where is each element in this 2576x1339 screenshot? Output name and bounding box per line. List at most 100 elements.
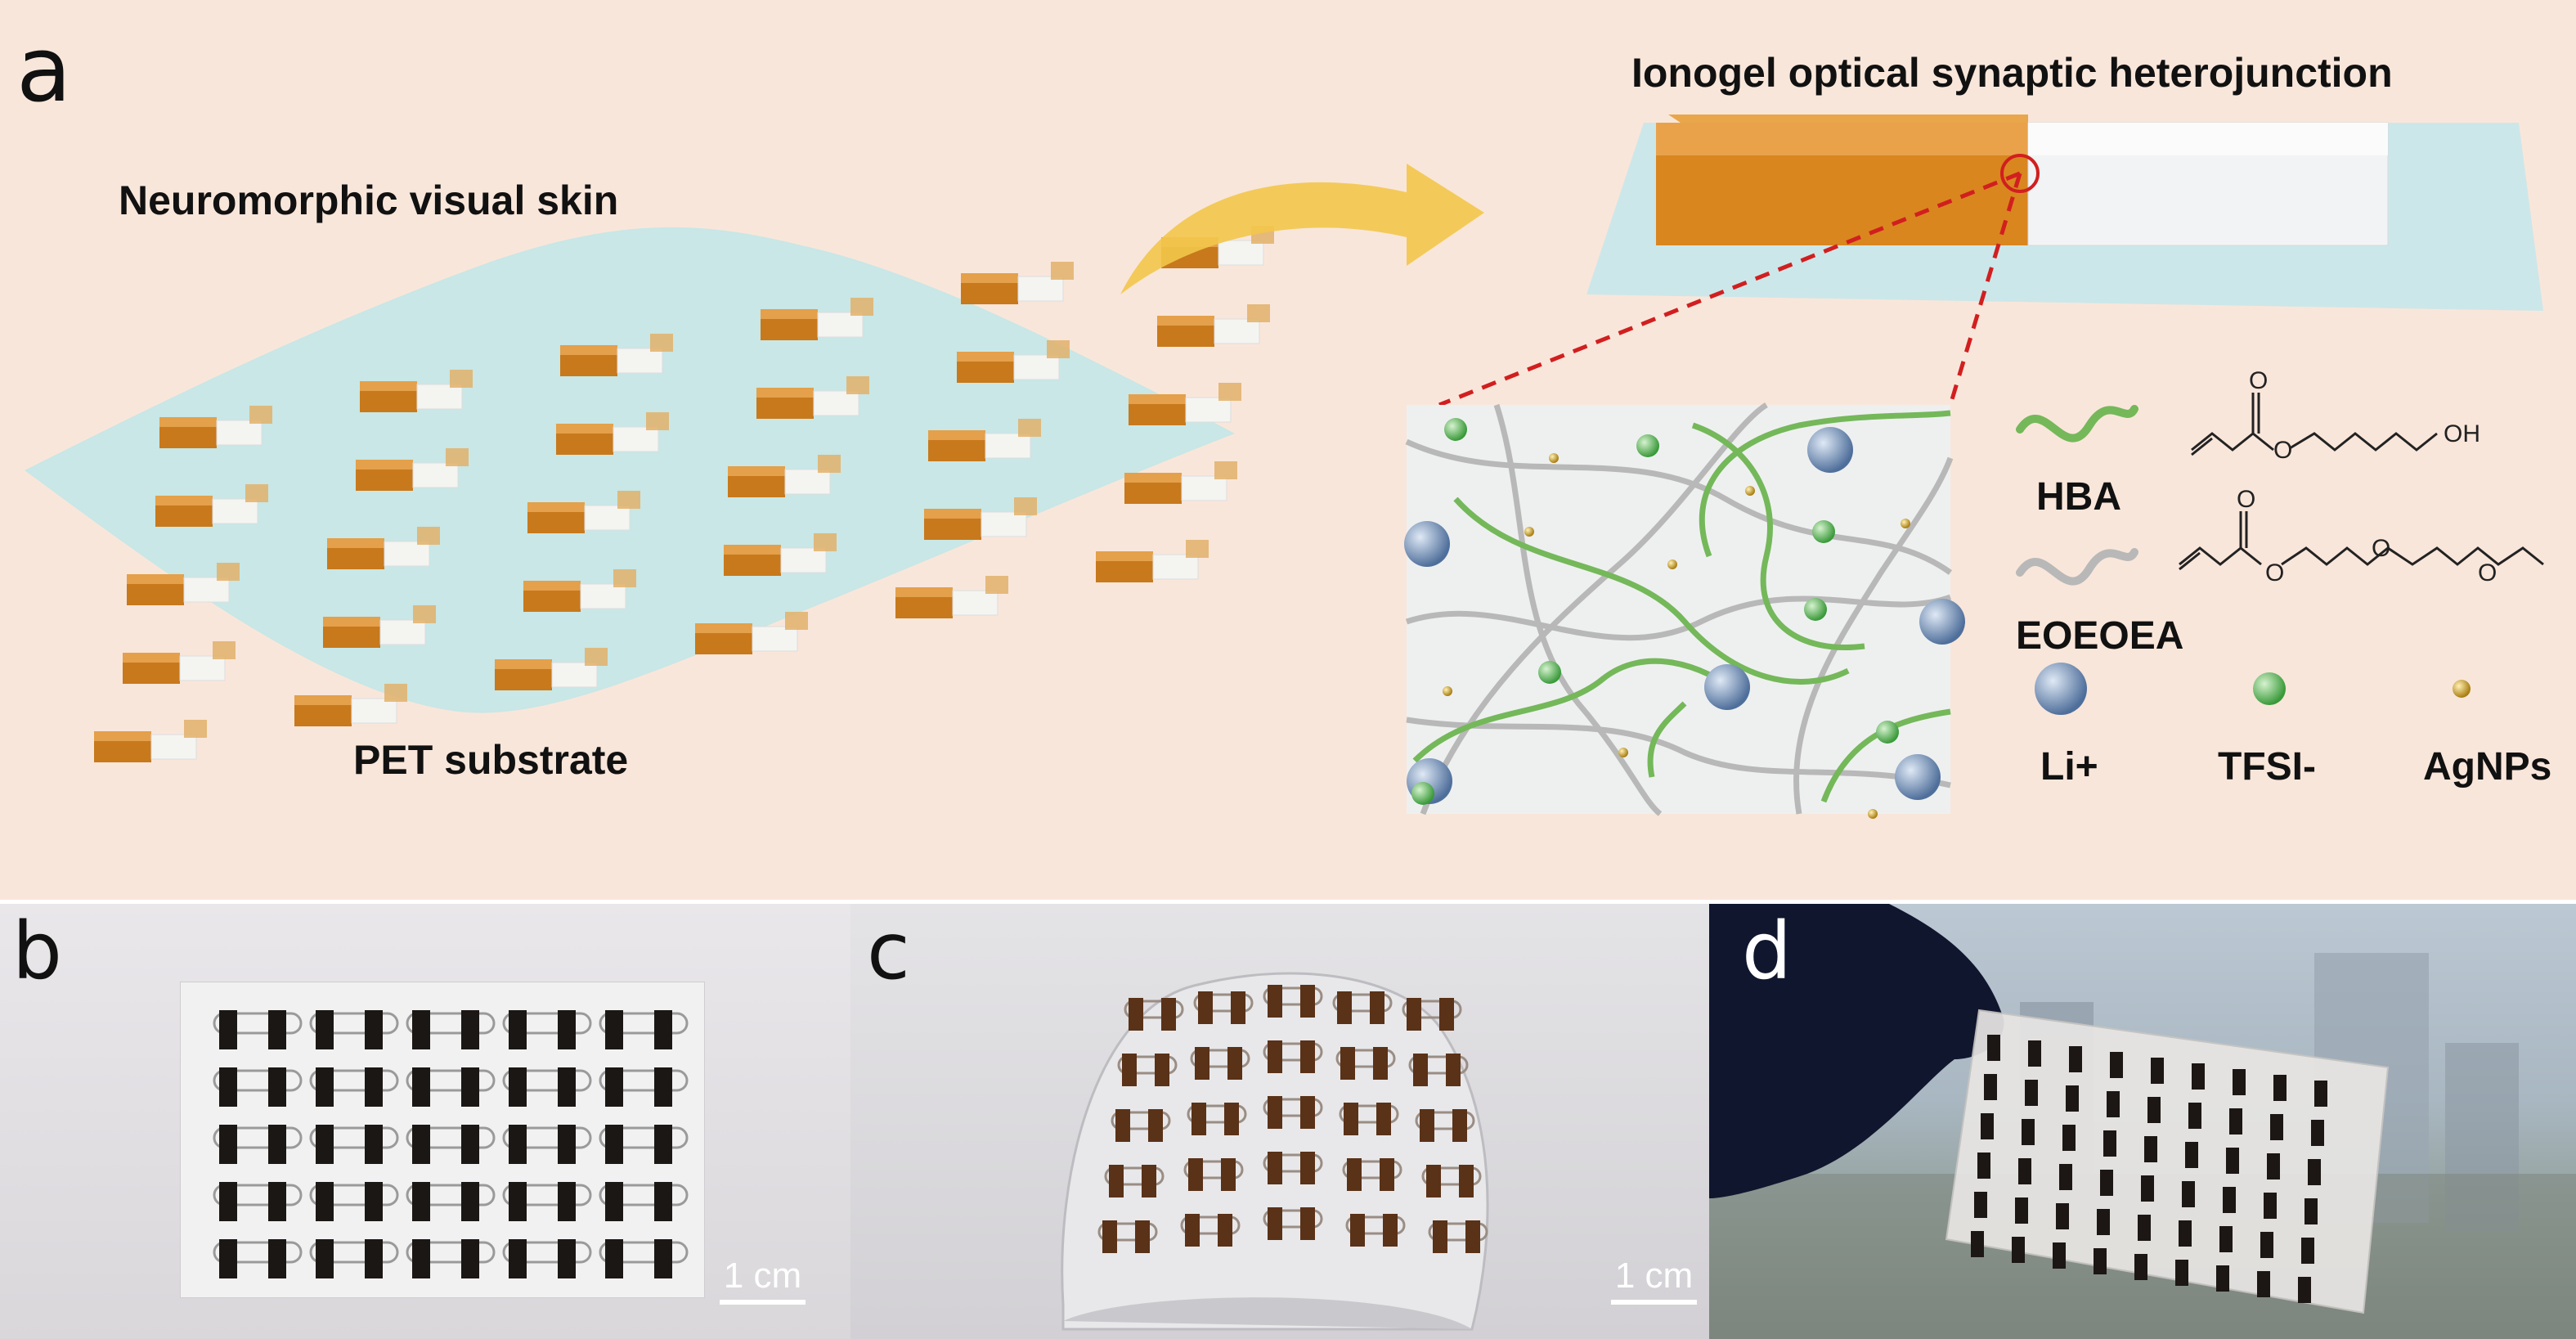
tfsi-ion bbox=[1444, 418, 1467, 441]
device-unit bbox=[323, 605, 436, 648]
hba-oh-label: OH bbox=[2444, 420, 2480, 447]
electrode-pad bbox=[316, 1125, 334, 1164]
electrode-pad bbox=[365, 1182, 383, 1221]
tfsi-ion bbox=[1812, 520, 1835, 543]
electrode-pad bbox=[1344, 1103, 1358, 1135]
hba-chain bbox=[1453, 497, 1850, 685]
electrode-link bbox=[502, 1241, 592, 1264]
electrode-pad bbox=[558, 1239, 576, 1278]
electrode-pad bbox=[1268, 1096, 1282, 1129]
electrode-pad bbox=[2100, 1170, 2113, 1196]
electrode-pad bbox=[2233, 1069, 2246, 1095]
electrode-pad bbox=[2107, 1091, 2120, 1117]
electrode-pad bbox=[605, 1067, 623, 1107]
panel-c: c 1 cm bbox=[850, 904, 1709, 1339]
electrode-pad bbox=[1426, 1165, 1441, 1197]
electrode-pad bbox=[1420, 1109, 1434, 1142]
device-unit bbox=[556, 412, 669, 455]
electrode-pad bbox=[1984, 1074, 1997, 1100]
electrode-pad bbox=[2298, 1277, 2311, 1303]
device-unit bbox=[356, 448, 469, 491]
electrode-pad bbox=[2147, 1097, 2161, 1123]
device-unit bbox=[127, 563, 240, 605]
tfsi-ion bbox=[1411, 782, 1434, 805]
electrode-link bbox=[1124, 1000, 1184, 1019]
electrode-pad bbox=[1122, 1054, 1137, 1086]
electrode-pad bbox=[654, 1010, 672, 1049]
electrode-pad bbox=[558, 1067, 576, 1107]
electrode-pad bbox=[1155, 1054, 1169, 1086]
electrode-link bbox=[1263, 1209, 1323, 1229]
electrode-pad bbox=[1350, 1214, 1365, 1247]
electrode-pad bbox=[2257, 1271, 2270, 1297]
electrode-pad bbox=[268, 1010, 286, 1049]
electrode-pad bbox=[1268, 985, 1282, 1018]
electrode-pad bbox=[316, 1010, 334, 1049]
electrode-pad bbox=[2188, 1103, 2201, 1129]
electrode-pad bbox=[2062, 1125, 2076, 1151]
electrode-pad bbox=[461, 1125, 479, 1164]
agnp bbox=[1868, 809, 1878, 819]
electrode-pad bbox=[412, 1182, 430, 1221]
electrode-pad bbox=[2175, 1260, 2188, 1286]
electrode-link bbox=[1415, 1111, 1475, 1130]
electrode-pad bbox=[509, 1067, 527, 1107]
electrode-pad bbox=[2226, 1148, 2239, 1174]
heterojunction-title: Ionogel optical synaptic heterojunction bbox=[1631, 50, 2393, 96]
electrode-pad bbox=[1340, 1047, 1355, 1080]
electrode-pad bbox=[316, 1182, 334, 1221]
electrode-pad bbox=[2308, 1159, 2321, 1185]
electrode-link bbox=[1180, 1215, 1241, 1235]
hba-structure bbox=[2191, 393, 2438, 456]
electrode-pad bbox=[1977, 1153, 1990, 1179]
electrode-link bbox=[406, 1126, 496, 1149]
electrode-link bbox=[309, 1012, 399, 1035]
electrode-link bbox=[406, 1069, 496, 1092]
device-unit bbox=[327, 527, 440, 569]
electrode-pad bbox=[1974, 1192, 1987, 1218]
agnps-label: AgNPs bbox=[2423, 745, 2552, 789]
electrode-link bbox=[1263, 986, 1323, 1006]
electrode-link bbox=[1111, 1111, 1171, 1130]
electrode-pad bbox=[1971, 1231, 1984, 1257]
electrode-pad bbox=[365, 1010, 383, 1049]
electrode-pad bbox=[2264, 1193, 2277, 1219]
electrode-pad bbox=[268, 1125, 286, 1164]
panel-label-d: d bbox=[1742, 905, 1792, 997]
device-unit bbox=[928, 419, 1041, 461]
polymer-network bbox=[1404, 402, 1965, 819]
electrode-pad bbox=[605, 1125, 623, 1164]
electrode-pad bbox=[2216, 1265, 2229, 1292]
electrode-pad bbox=[268, 1067, 286, 1107]
electrode-pad bbox=[2066, 1085, 2079, 1112]
eoeoea-label: EOEOEA bbox=[2016, 614, 2184, 658]
electrode-pad bbox=[1300, 1096, 1315, 1129]
electrode-link bbox=[599, 1126, 689, 1149]
electrode-link bbox=[599, 1069, 689, 1092]
electrode-link bbox=[1097, 1222, 1158, 1242]
electrode-pad bbox=[2185, 1142, 2198, 1168]
electrode-pad bbox=[1192, 1103, 1206, 1135]
electrode-link bbox=[1342, 1160, 1402, 1179]
eoeoea-ester-o: O bbox=[2265, 559, 2284, 586]
li-ion bbox=[1704, 664, 1750, 710]
pet-substrate-label: PET substrate bbox=[353, 737, 629, 783]
electrode-pad bbox=[2144, 1136, 2157, 1162]
electrode-pad bbox=[654, 1067, 672, 1107]
electrode-pad bbox=[1337, 991, 1352, 1024]
electrode-pad bbox=[558, 1125, 576, 1164]
device-grid bbox=[94, 226, 1274, 762]
electrode-pad bbox=[2103, 1130, 2116, 1157]
electrode-pad bbox=[1465, 1220, 1480, 1253]
electrode-pad bbox=[1268, 1040, 1282, 1073]
device-unit bbox=[155, 484, 268, 527]
electrode-link bbox=[599, 1184, 689, 1206]
electrode-pad bbox=[1195, 1047, 1209, 1080]
electrode-pad bbox=[1142, 1165, 1156, 1197]
tfsi-ion bbox=[1876, 721, 1899, 744]
electrode-link bbox=[1117, 1055, 1178, 1075]
electrode-pad bbox=[2097, 1209, 2110, 1235]
electrode-pad bbox=[1300, 1152, 1315, 1184]
hba-chain-icon bbox=[2016, 405, 2138, 443]
tfsi-ion bbox=[1538, 661, 1561, 684]
